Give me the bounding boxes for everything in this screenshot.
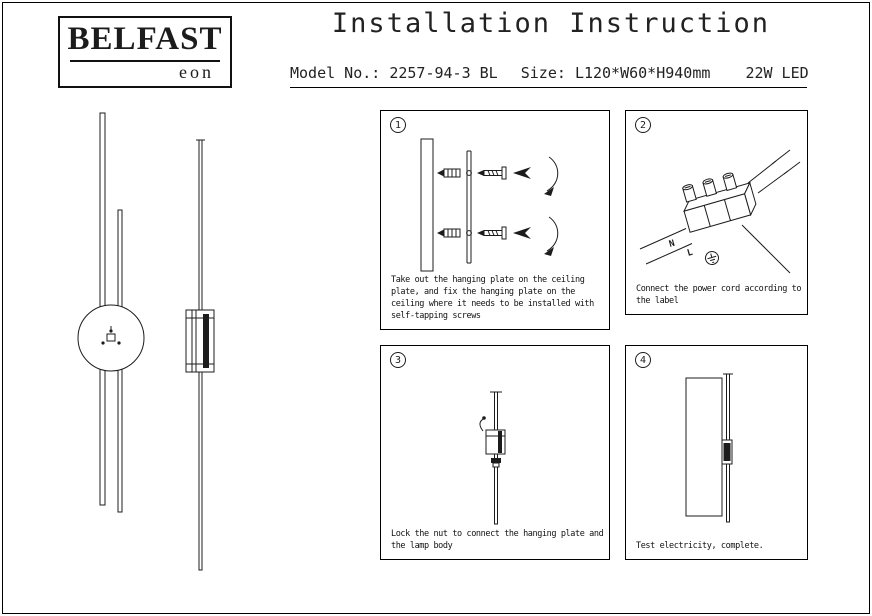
wire-label-live: L bbox=[686, 248, 695, 259]
brand-subname: eon bbox=[179, 62, 214, 83]
model-label: Model No.: bbox=[290, 64, 381, 82]
lamp-assembly bbox=[479, 391, 506, 525]
brand-logo-box: BELFAST eon bbox=[58, 16, 232, 88]
step-caption: Take out the hanging plate on the ceilin… bbox=[391, 275, 594, 322]
ceiling-plate-top-view bbox=[77, 304, 145, 372]
lamp-side-view bbox=[185, 139, 215, 571]
input-wires bbox=[639, 228, 693, 265]
step-caption: Test electricity, complete. bbox=[636, 541, 764, 552]
size-value: L120*W60*H940mm bbox=[574, 64, 711, 82]
hanging-plate bbox=[466, 150, 472, 264]
installed-lamp bbox=[721, 373, 733, 523]
step-panel-2: 2 bbox=[625, 110, 808, 315]
terminal-block bbox=[682, 172, 757, 233]
model-info-bar: Model No.: 2257-94-3 BL Size: L120*W60*H… bbox=[290, 64, 809, 88]
step-number-badge: 4 bbox=[635, 352, 651, 368]
size-label: Size: bbox=[520, 64, 566, 82]
wall-test-diagram bbox=[685, 373, 733, 523]
step-caption: Lock the nut to connect the hanging plat… bbox=[391, 529, 604, 552]
step-panel-1: 1 bbox=[380, 110, 610, 330]
ground-symbol-icon bbox=[705, 251, 719, 265]
output-wires bbox=[747, 149, 801, 194]
wattage: 22W LED bbox=[745, 64, 809, 82]
product-overview-diagram bbox=[77, 112, 215, 571]
step-number-badge: 2 bbox=[635, 117, 651, 133]
brand-divider bbox=[70, 60, 220, 63]
ceiling-surface bbox=[420, 138, 434, 272]
step-caption: Connect the power cord according to the … bbox=[636, 284, 802, 307]
wire-label-neutral: N bbox=[668, 239, 676, 250]
step-panel-3: 3 Lock the nut to connect the hanging pl… bbox=[380, 345, 610, 560]
leader-line bbox=[741, 224, 791, 274]
anchor-screw-row bbox=[437, 156, 559, 196]
anchor-screws-diagram bbox=[420, 138, 559, 272]
wall-surface bbox=[685, 377, 723, 517]
step-panel-4: 4 Test electricity, complete. bbox=[625, 345, 808, 560]
page-title: Installation Instruction bbox=[331, 8, 771, 39]
step-number-badge: 3 bbox=[390, 352, 406, 368]
step-number-badge: 1 bbox=[390, 117, 406, 133]
brand-name: BELFAST bbox=[67, 21, 223, 57]
wiring-terminal-diagram: N L bbox=[639, 149, 801, 274]
hanging-assembly-diagram bbox=[479, 391, 506, 525]
model-value: 2257-94-3 BL bbox=[389, 64, 498, 82]
